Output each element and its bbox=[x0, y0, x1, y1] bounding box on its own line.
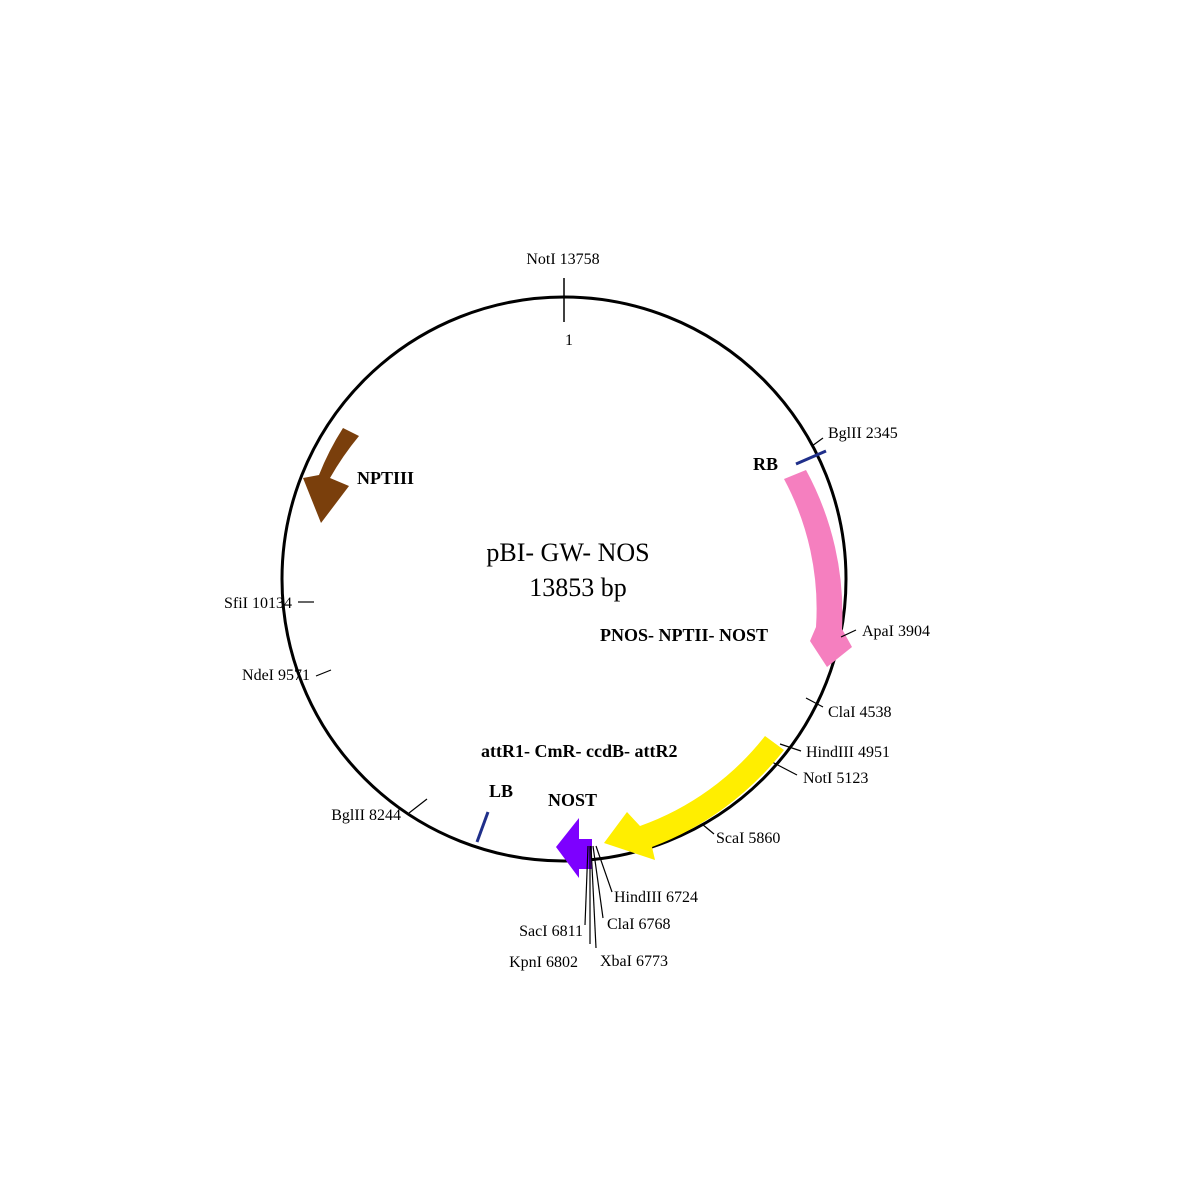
feature-label-nost: NOST bbox=[548, 790, 597, 810]
site-label-bglii-2345: BglII 2345 bbox=[828, 425, 898, 442]
feature-label-npt3: NPTIII bbox=[357, 468, 414, 488]
leader-scai-5860 bbox=[701, 823, 715, 835]
site-label-kpni-6802: KpnI 6802 bbox=[509, 954, 578, 971]
border-label-lb: LB bbox=[489, 781, 513, 801]
site-label-xbai-6773: XbaI 6773 bbox=[600, 953, 668, 970]
leader-ndei-9571 bbox=[315, 669, 332, 677]
border-mark-rb bbox=[795, 449, 827, 466]
leader-xbai-6773 bbox=[590, 845, 597, 949]
feature-arrow-npt3 bbox=[303, 428, 359, 523]
leader-hindiii-6724 bbox=[595, 845, 613, 893]
site-label-bglii-8244: BglII 8244 bbox=[331, 807, 401, 824]
leader-hindiii-4951 bbox=[779, 743, 802, 752]
site-label-hindiii-4951: HindIII 4951 bbox=[806, 744, 890, 761]
site-label-clai-4538: ClaI 4538 bbox=[828, 704, 892, 721]
feature-arrow-nost bbox=[556, 818, 592, 878]
feature-arrow-attr bbox=[604, 736, 784, 860]
border-mark-lb bbox=[475, 811, 490, 843]
site-label-scai-5860: ScaI 5860 bbox=[716, 830, 780, 847]
leader-clai-4538 bbox=[805, 697, 824, 708]
leader-bglii-8244 bbox=[408, 798, 428, 814]
feature-label-pnos: PNOS- NPTII- NOST bbox=[600, 625, 768, 645]
leader-bglii-2345 bbox=[811, 437, 824, 447]
leader-apai-3904 bbox=[840, 629, 857, 638]
site-label-noti-5123: NotI 5123 bbox=[803, 770, 868, 787]
site-label-ndei-9571: NdeI 9571 bbox=[242, 667, 310, 684]
leader-noti-5123 bbox=[771, 761, 798, 776]
site-label-saci-6811: SacI 6811 bbox=[519, 923, 583, 940]
site-label-noti-13758: NotI 13758 bbox=[526, 251, 599, 268]
plasmid-size: 13853 bp bbox=[529, 573, 627, 602]
feature-arrow-pnos bbox=[784, 470, 852, 667]
site-label-sfii-10134: SfiI 10134 bbox=[224, 595, 292, 612]
site-label-clai-6768: ClaI 6768 bbox=[607, 916, 671, 933]
border-label-rb: RB bbox=[753, 454, 778, 474]
leader-saci-6811 bbox=[584, 845, 589, 926]
site-label-hindiii-6724: HindIII 6724 bbox=[614, 889, 698, 906]
plasmid-name: pBI- GW- NOS bbox=[486, 538, 649, 567]
site-label-apai-3904: ApaI 3904 bbox=[862, 623, 930, 640]
leader-clai-6768 bbox=[592, 845, 604, 919]
origin-label: 1 bbox=[565, 332, 573, 349]
feature-label-attr: attR1- CmR- ccdB- attR2 bbox=[481, 741, 677, 761]
